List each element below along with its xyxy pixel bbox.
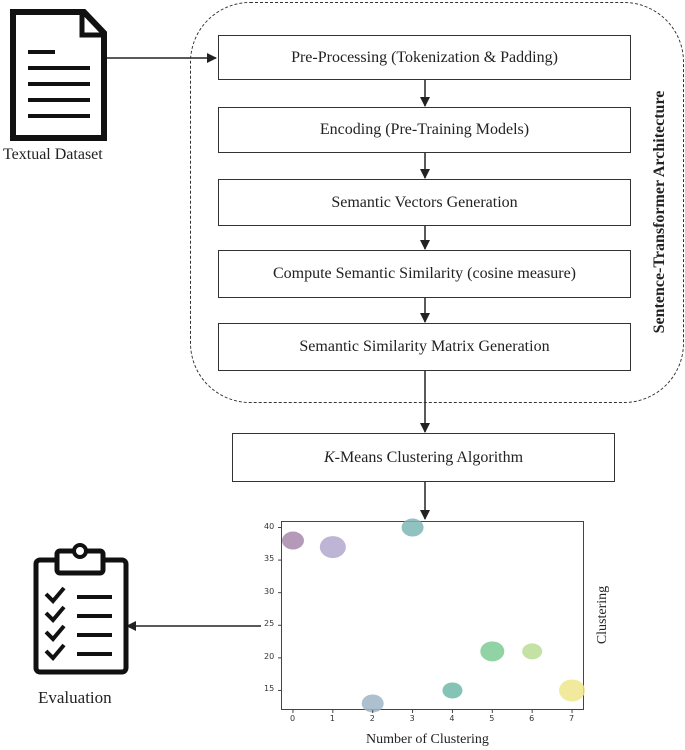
sentence-transformer-container [190,2,684,403]
x-tick-label: 5 [489,714,495,723]
x-tick-label: 3 [409,714,415,723]
kmeans-k-letter: K [323,448,335,466]
clipboard-icon [33,543,129,675]
evaluation-label: Evaluation [38,688,112,707]
y-tick-label: 20 [264,651,275,661]
kmeans-label: -Means Clustering Algorithm [334,448,524,466]
y-tick-label: 30 [264,586,275,596]
document-icon [10,9,107,141]
x-tick-label: 6 [529,714,535,723]
x-tick-label: 0 [289,714,296,723]
scatter-point-7 [559,679,586,702]
x-tick-label: 4 [449,714,455,723]
step-encoding: Encoding (Pre-Training Models) [218,107,631,153]
x-tick-label: 2 [369,714,375,723]
step-preprocessing: Pre-Processing (Tokenization & Padding) [218,35,631,80]
scatter-plot-frame [281,521,584,710]
x-tick-label: 7 [569,714,575,723]
scatter-point-4 [442,682,463,699]
y-tick-label: 15 [264,684,275,694]
step-semantic-vectors: Semantic Vectors Generation [218,179,631,226]
kmeans-box: K-Means Clustering Algorithm [232,433,615,482]
scatter-point-2 [361,694,384,713]
chart-xlabel: Number of Clustering [366,732,489,747]
scatter-point-3 [401,518,424,537]
dataset-label: Textual Dataset [3,146,103,163]
step-similarity-matrix: Semantic Similarity Matrix Generation [218,323,631,371]
y-tick-label: 25 [264,619,275,629]
scatter-point-1 [319,536,346,559]
scatter-point-5 [480,641,505,662]
scatter-point-0 [281,531,304,550]
step-semantic-similarity: Compute Semantic Similarity (cosine meas… [218,250,631,298]
x-tick-label: 1 [329,714,335,723]
y-tick-label: 35 [264,554,275,564]
chart-ylabel: Clustering [595,585,610,645]
scatter-point-6 [522,643,543,660]
y-tick-label: 40 [264,521,275,531]
